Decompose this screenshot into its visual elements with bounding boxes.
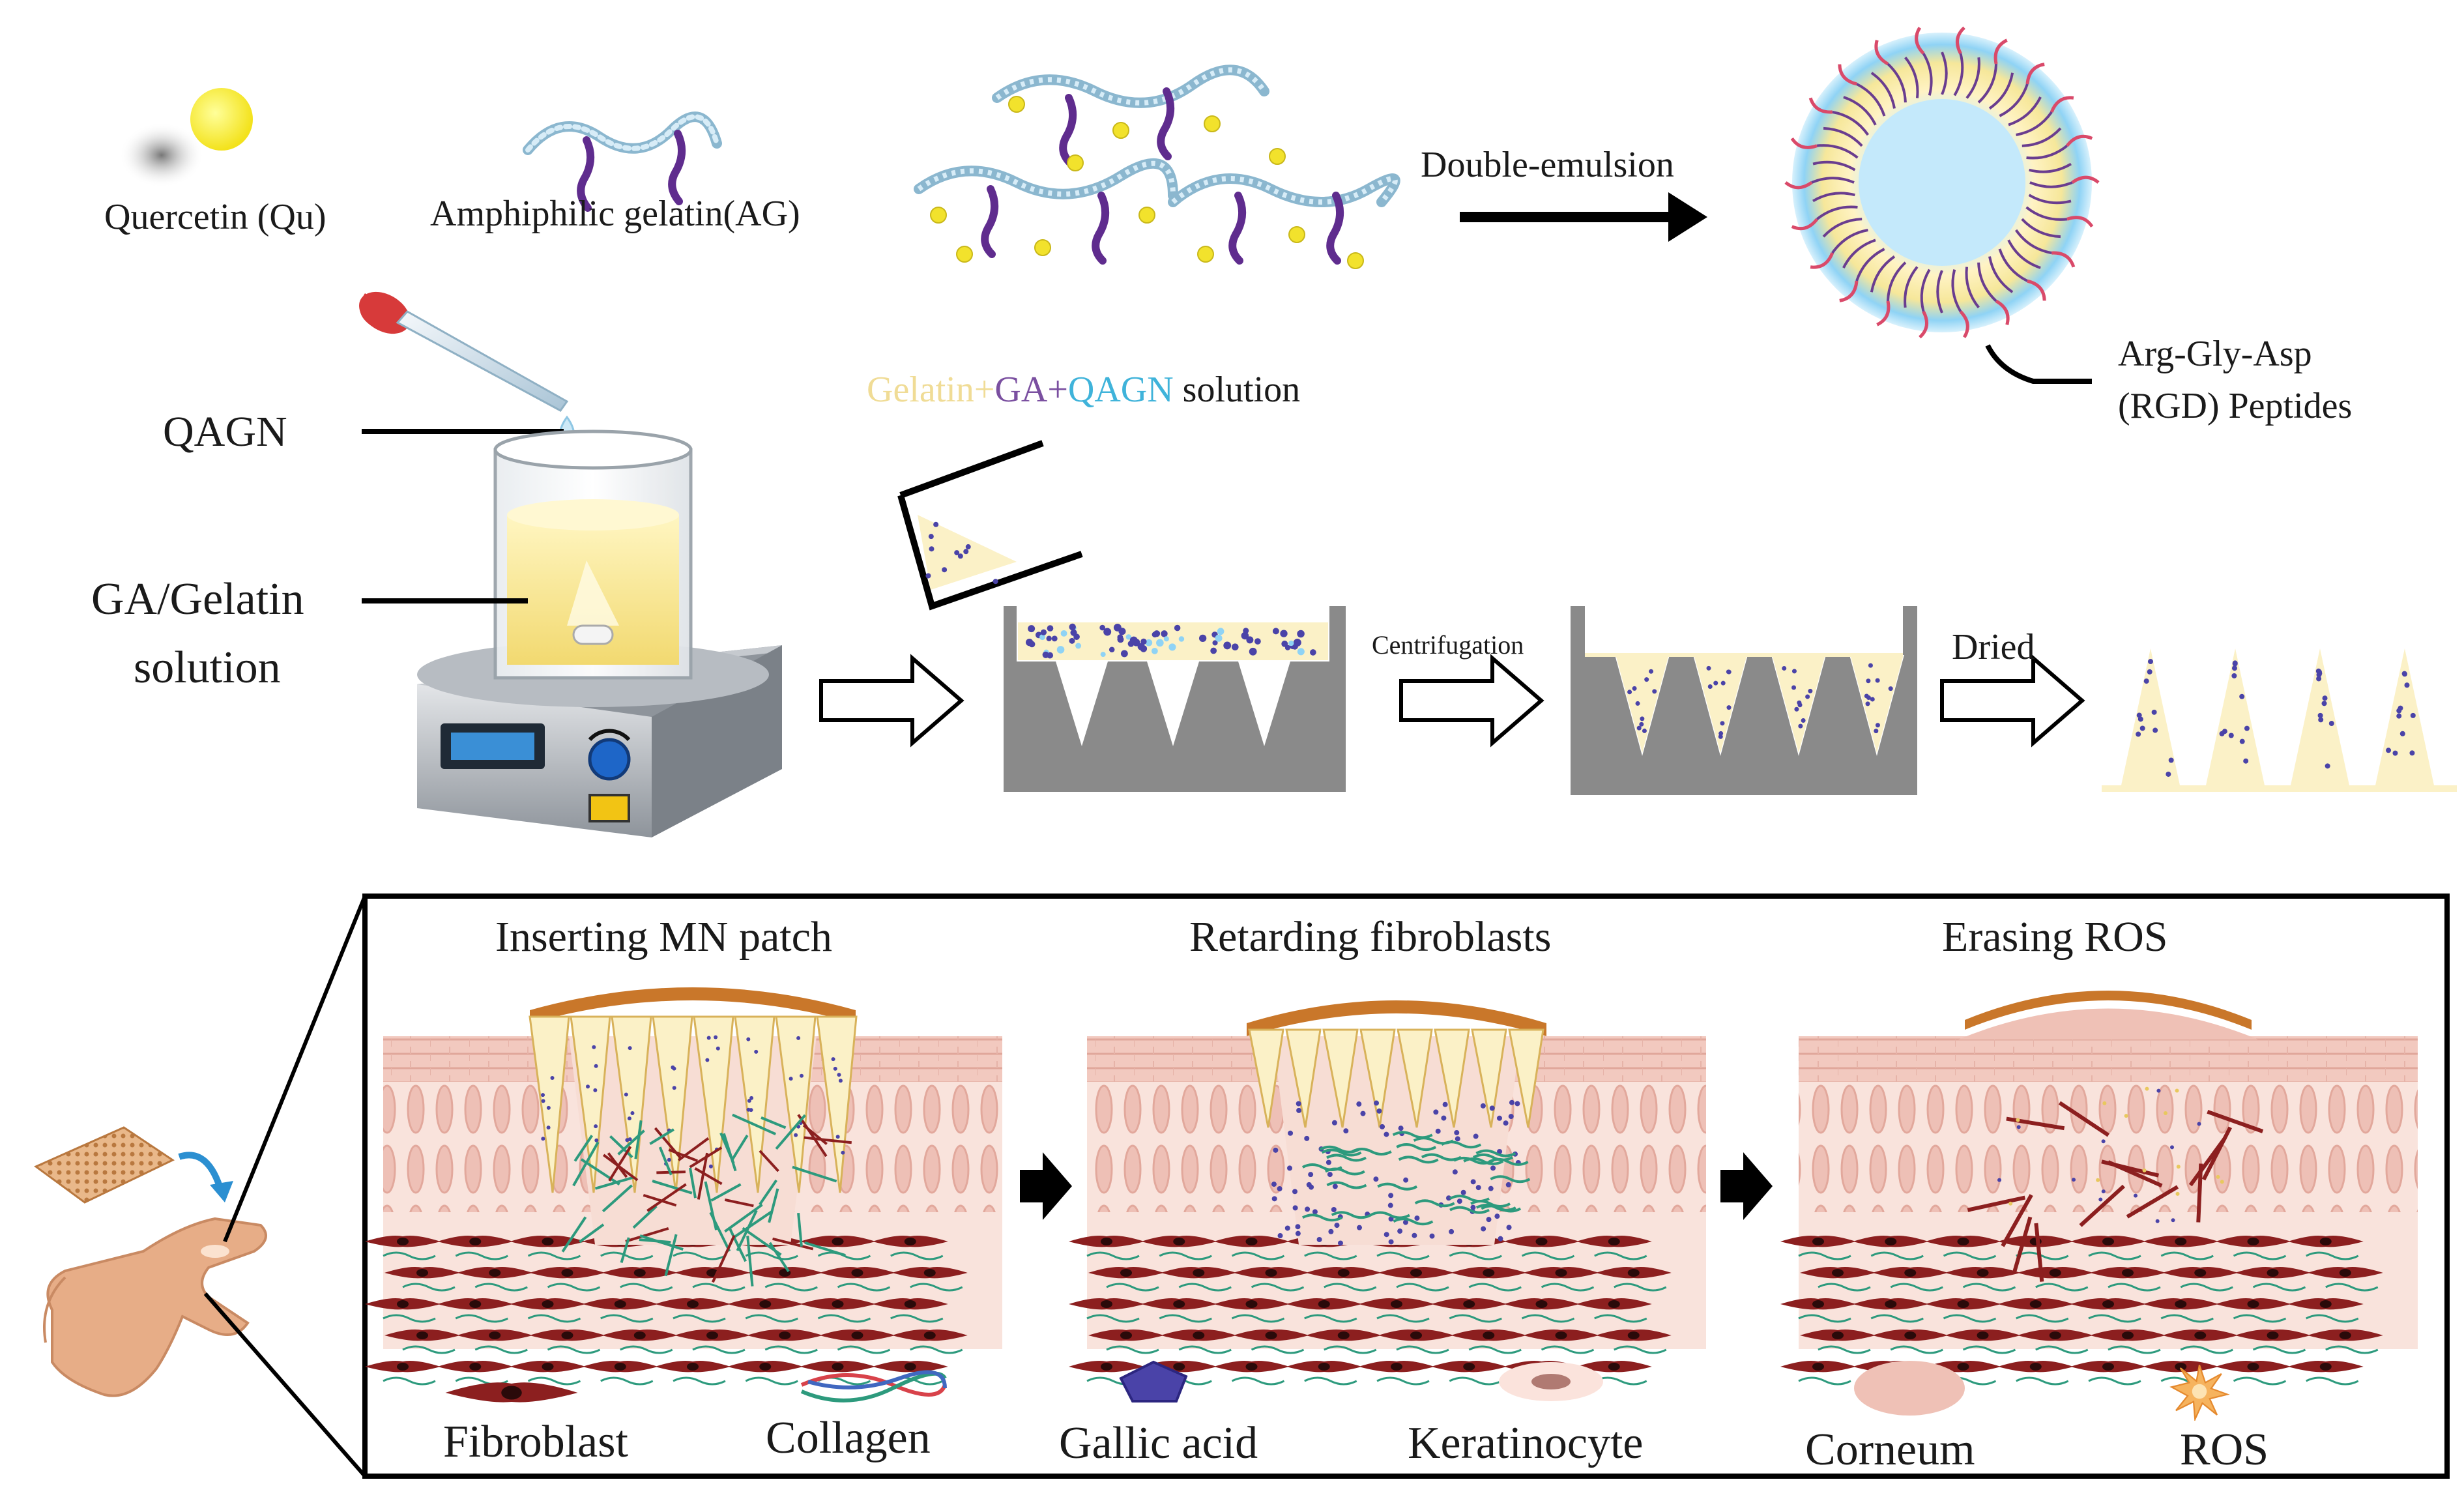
amphiphilic-chain-icon (523, 111, 722, 212)
step-arrow (1020, 1152, 1773, 1220)
solution-plus-1: + (974, 370, 995, 410)
panel-retarding (1069, 1000, 1706, 1386)
solution-word: solution (1173, 370, 1301, 410)
gallic-acid-icon (1119, 1360, 1188, 1403)
ros-icon (2170, 1363, 2229, 1421)
legend-keratinocyte: Keratinocyte (1408, 1418, 1644, 1468)
keratinocyte-icon (1499, 1362, 1603, 1401)
rgd-label-line2: (RGD) Peptides (2118, 386, 2353, 426)
patch-icon (34, 1126, 175, 1204)
ga-gelatin-label-line2: solution (134, 643, 281, 693)
centrifugation-label: Centrifugation (1372, 630, 1524, 660)
panel-title-retarding: Retarding fibroblasts (1189, 913, 1552, 961)
panel-erasing (1780, 991, 2418, 1386)
panel-title-inserting: Inserting MN patch (495, 913, 832, 961)
qagn-pointer (362, 429, 564, 434)
quercetin-label: Quercetin (Qu) (104, 197, 326, 237)
solution-qagn: QAGN (1067, 370, 1174, 410)
double-emulsion-arrow (1460, 192, 1707, 242)
legend-corneum: Corneum (1805, 1425, 1975, 1475)
rgd-label-line1: Arg-Gly-Asp (2118, 334, 2312, 374)
legend-collagen: Collagen (766, 1413, 931, 1463)
qagn-label: QAGN (163, 408, 287, 456)
hollow-arrow-icon (819, 654, 2085, 748)
mold-centrifuged-icon (1571, 606, 1917, 795)
legend-fibroblast: Fibroblast (443, 1417, 628, 1467)
corneum-icon (1854, 1361, 1965, 1416)
stirrer-icon (417, 429, 782, 837)
solution-gelatin: Gelatin (867, 370, 974, 410)
solution-cup-icon (897, 440, 1083, 611)
solution-plus-2: + (1047, 370, 1068, 410)
zoom-lines (203, 895, 367, 1477)
legend-ros: ROS (2180, 1425, 2269, 1475)
nanoparticle-icon (1784, 26, 2100, 339)
collagen-icon (800, 1370, 947, 1403)
solution-label: Gelatin+GA+QAGN solution (867, 371, 1300, 408)
legend-gallic-acid: Gallic acid (1059, 1418, 1258, 1468)
dried-label: Dried (1952, 627, 2035, 667)
dropper-icon (359, 291, 575, 454)
ga-gelatin-label-line1: GA/Gelatin (91, 574, 304, 624)
solution-ga: GA (994, 370, 1048, 410)
mold-filled-icon (1004, 606, 1346, 792)
process-frame (362, 894, 2450, 1479)
quercetin-sphere-icon (119, 88, 253, 188)
panel-title-erasing: Erasing ROS (1942, 913, 2168, 961)
double-emulsion-label: Double-emulsion (1421, 145, 1674, 185)
panel-inserting (365, 987, 1002, 1386)
amphiphilic-gelatin-label: Amphiphilic gelatin(AG) (430, 194, 800, 234)
qu-loaded-chains-icon (914, 65, 1400, 269)
ga-gelatin-pointer (362, 598, 528, 603)
dried-needles-icon (2102, 648, 2457, 792)
fibroblast-icon (445, 1382, 578, 1403)
rgd-pointer (1985, 344, 2092, 384)
hand-icon (43, 1217, 267, 1397)
